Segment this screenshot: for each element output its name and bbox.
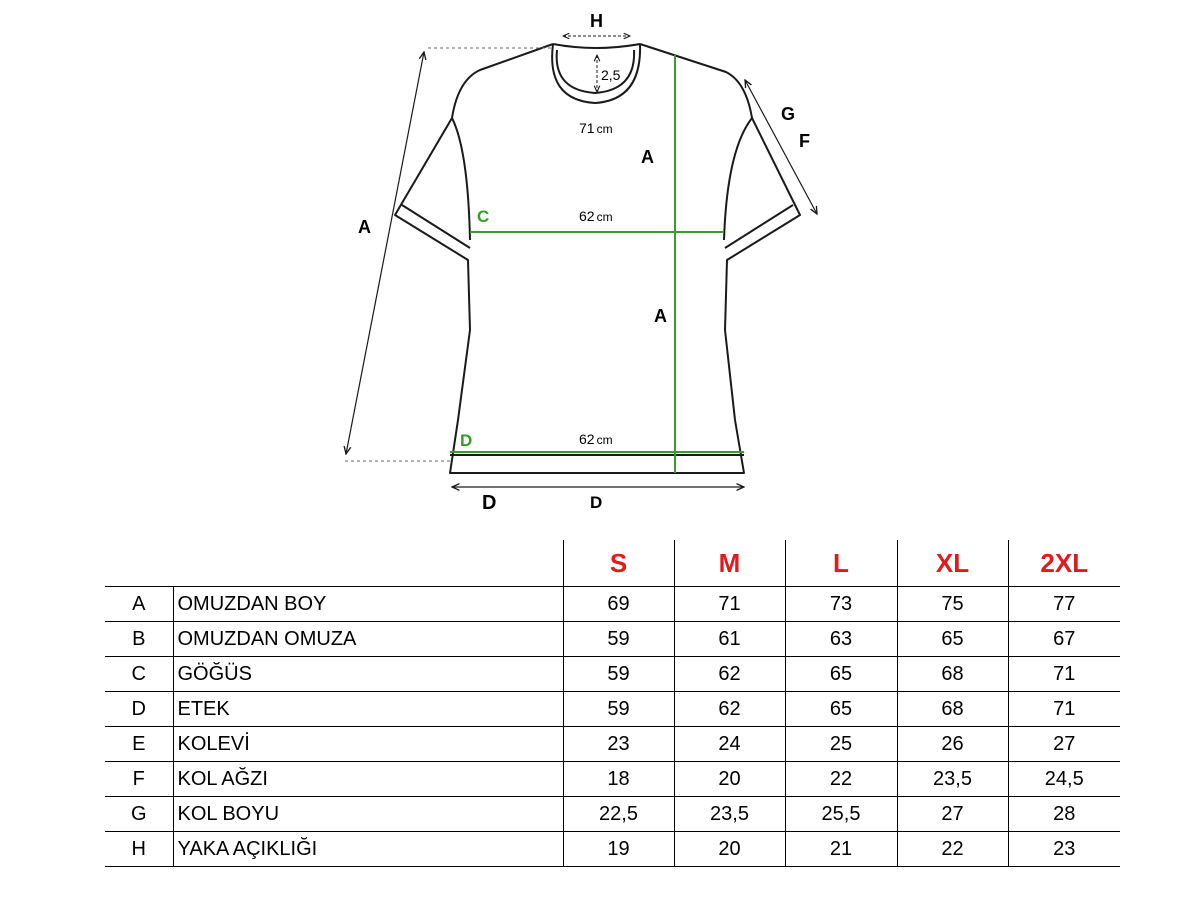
row-name: OMUZDAN OMUZA — [172, 621, 563, 657]
sleeve-arrow — [745, 80, 817, 214]
cell-value: 23 — [562, 726, 674, 762]
right-armhole-seam — [723, 117, 753, 241]
cell-value: 27 — [1007, 726, 1120, 762]
tshirt-body-shape — [394, 43, 801, 474]
row-name: ETEK — [172, 691, 563, 727]
row-name: KOL AĞZI — [172, 761, 563, 797]
table-row: E KOLEVİ 23 24 25 26 27 — [105, 726, 1120, 762]
row-name: YAKA AÇIKLIĞI — [172, 831, 563, 867]
cell-value: 20 — [673, 761, 785, 797]
size-header-2xl: 2XL — [1007, 540, 1120, 587]
cell-value: 27 — [896, 796, 1008, 832]
collar-inner — [555, 49, 636, 94]
cell-value: 24,5 — [1007, 761, 1120, 797]
cell-value: 19 — [562, 831, 674, 867]
cell-value: 63 — [784, 621, 897, 657]
cell-value: 59 — [562, 621, 674, 657]
size-header-xl: XL — [896, 540, 1008, 587]
cell-value: 61 — [673, 621, 785, 657]
sleeve-length-label: G — [781, 104, 795, 124]
row-code: E — [105, 726, 173, 762]
cell-value: 18 — [562, 761, 674, 797]
cell-value: 25,5 — [784, 796, 897, 832]
cell-value: 23 — [1007, 831, 1120, 867]
cell-value: 23,5 — [673, 796, 785, 832]
cell-value: 71 — [1007, 691, 1120, 727]
cell-value: 71 — [1007, 656, 1120, 692]
row-code: A — [105, 586, 173, 622]
collar-height-label: 2,5 — [601, 67, 621, 83]
cell-value: 71 — [673, 586, 785, 622]
cell-value: 62 — [673, 656, 785, 692]
cell-value: 25 — [784, 726, 897, 762]
length-arrow — [346, 52, 424, 454]
cell-value: 65 — [896, 621, 1008, 657]
collar-outer — [551, 43, 642, 104]
cell-value: 22,5 — [562, 796, 674, 832]
table-row: F KOL AĞZI 18 20 22 23,5 24,5 — [105, 761, 1120, 797]
cell-value: 69 — [562, 586, 674, 622]
hem-label: D — [460, 431, 472, 450]
cell-value: 28 — [1007, 796, 1120, 832]
hem-bottom-label-right: D — [590, 493, 602, 512]
cell-value: 75 — [896, 586, 1008, 622]
size-header-row: S M L XL 2XL — [105, 540, 1120, 587]
table-row: G KOL BOYU 22,5 23,5 25,5 27 28 — [105, 796, 1120, 832]
row-name: KOLEVİ — [172, 726, 563, 762]
cell-value: 65 — [784, 691, 897, 727]
length-label-left: A — [358, 217, 371, 237]
cell-value: 67 — [1007, 621, 1120, 657]
header-blank-code — [105, 540, 173, 587]
cell-value: 20 — [673, 831, 785, 867]
row-code: D — [105, 691, 173, 727]
cell-value: 23,5 — [896, 761, 1008, 797]
row-code: G — [105, 796, 173, 832]
row-name: KOL BOYU — [172, 796, 563, 832]
cell-value: 26 — [896, 726, 1008, 762]
cell-value: 68 — [896, 656, 1008, 692]
row-code: B — [105, 621, 173, 657]
table-row: B OMUZDAN OMUZA 59 61 63 65 67 — [105, 621, 1120, 657]
cell-value: 77 — [1007, 586, 1120, 622]
row-code: H — [105, 831, 173, 867]
hem-bottom-label-left: D — [482, 492, 496, 514]
cell-value: 21 — [784, 831, 897, 867]
size-header-s: S — [562, 540, 674, 587]
length-label-lower: A — [654, 306, 667, 326]
cell-value: 24 — [673, 726, 785, 762]
size-header-l: L — [784, 540, 897, 587]
table-row: H YAKA AÇIKLIĞI 19 20 21 22 23 — [105, 831, 1120, 867]
header-blank-name — [173, 540, 563, 587]
size-header-m: M — [673, 540, 785, 587]
left-armhole-seam — [451, 117, 471, 241]
cell-value: 22 — [896, 831, 1008, 867]
cell-value: 59 — [562, 656, 674, 692]
cell-value: 68 — [896, 691, 1008, 727]
row-name: OMUZDAN BOY — [172, 586, 563, 622]
sleeve-opening-label: F — [799, 131, 810, 151]
collar-top — [552, 43, 641, 49]
cell-value: 62 — [673, 691, 785, 727]
row-name: GÖĞÜS — [172, 656, 563, 692]
table-row: A OMUZDAN BOY 69 71 73 75 77 — [105, 586, 1120, 622]
table-row: D ETEK 59 62 65 68 71 — [105, 691, 1120, 727]
length-label-upper: A — [641, 147, 654, 167]
cell-value: 65 — [784, 656, 897, 692]
neck-width-label: H — [590, 11, 603, 31]
cell-value: 73 — [784, 586, 897, 622]
row-code: F — [105, 761, 173, 797]
cell-value: 59 — [562, 691, 674, 727]
size-chart-table: S M L XL 2XL A OMUZDAN BOY 69 71 73 75 7… — [105, 540, 1120, 867]
chest-label: C — [477, 207, 489, 226]
tshirt-outline — [394, 43, 801, 474]
row-code: C — [105, 656, 173, 692]
table-row: C GÖĞÜS 59 62 65 68 71 — [105, 656, 1120, 692]
cell-value: 22 — [784, 761, 897, 797]
